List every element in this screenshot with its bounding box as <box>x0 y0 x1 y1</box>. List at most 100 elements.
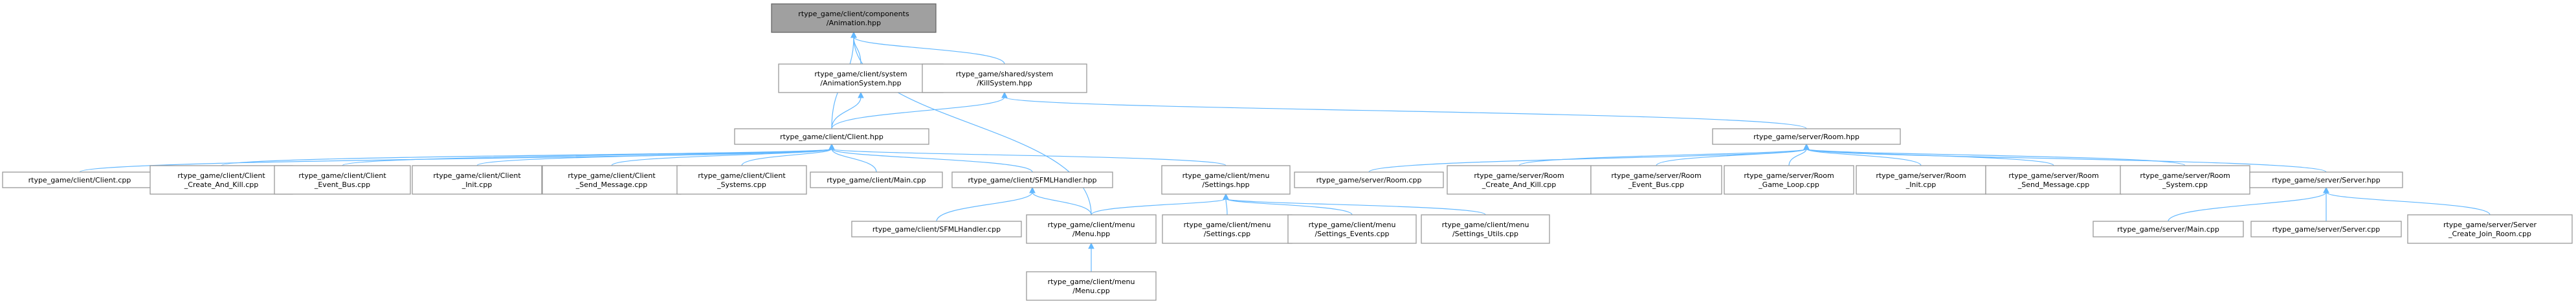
node-room_cak[interactable]: rtype_game/server/Room_Create_And_Kill.c… <box>1447 165 1592 195</box>
node-label-kill_sys-0: rtype_game/shared/system <box>956 70 1053 78</box>
node-room_init[interactable]: rtype_game/server/Room_Init.cpp <box>1856 165 1986 195</box>
node-label-server_cjr-0: rtype_game/server/Server <box>2443 221 2537 229</box>
node-label-client_cak-1: _Create_And_Kill.cpp <box>184 181 258 189</box>
node-sfml_cpp[interactable]: rtype_game/client/SFMLHandler.cpp <box>851 221 1022 237</box>
node-box-server_cjr[interactable] <box>2407 214 2573 244</box>
node-box-client_cpp[interactable] <box>2 171 157 188</box>
node-client_main[interactable]: rtype_game/client/Main.cpp <box>810 171 943 188</box>
edge-animation-to-kill_sys <box>853 36 1005 65</box>
node-sfml_hpp[interactable]: rtype_game/client/SFMLHandler.hpp <box>951 171 1113 188</box>
node-box-room_sys[interactable] <box>2120 165 2250 195</box>
node-menu_cpp[interactable]: rtype_game/client/menu/Menu.cpp <box>1026 271 1157 301</box>
node-client_sys[interactable]: rtype_game/client/Client_Systems.cpp <box>676 165 807 195</box>
node-server_cpp[interactable]: rtype_game/server/Server.cpp <box>2250 221 2402 237</box>
node-client_eb[interactable]: rtype_game/client/Client_Event_Bus.cpp <box>274 165 411 195</box>
node-label-room_cak-0: rtype_game/server/Room <box>1474 171 1564 180</box>
node-room_cpp[interactable]: rtype_game/server/Room.cpp <box>1294 171 1444 188</box>
node-box-settings_hpp[interactable] <box>1161 165 1291 195</box>
node-server_cjr[interactable]: rtype_game/server/Server_Create_Join_Roo… <box>2407 214 2573 244</box>
node-label-room_sys-1: _System.cpp <box>2162 181 2208 189</box>
node-label-room_init-1: _Init.cpp <box>1905 181 1937 189</box>
node-box-client_hpp[interactable] <box>734 128 929 145</box>
edge-room_hpp-to-server_hpp <box>1806 148 2327 173</box>
node-box-server_cpp[interactable] <box>2250 221 2402 237</box>
edge-client_hpp-to-sfml_hpp <box>831 148 1033 173</box>
node-settings_hpp[interactable]: rtype_game/client/menu/Settings.hpp <box>1161 165 1291 195</box>
node-box-room_init[interactable] <box>1856 165 1986 195</box>
node-box-room_eb[interactable] <box>1590 165 1722 195</box>
node-label-settings_ev-1: /Settings_Events.cpp <box>1315 230 1389 238</box>
node-box-anim_sys[interactable] <box>778 63 944 93</box>
node-box-room_cak[interactable] <box>1447 165 1592 195</box>
node-box-client_main[interactable] <box>810 171 943 188</box>
node-client_init[interactable]: rtype_game/client/Client_Init.cpp <box>412 165 542 195</box>
edge-arrow-kill_sys-to-room_hpp <box>1001 91 1008 98</box>
node-label-menu_hpp-0: rtype_game/client/menu <box>1048 221 1135 229</box>
node-box-room_sm[interactable] <box>1985 165 2122 195</box>
node-client_hpp[interactable]: rtype_game/client/Client.hpp <box>734 128 929 145</box>
node-box-room_cpp[interactable] <box>1294 171 1444 188</box>
node-server_main[interactable]: rtype_game/server/Main.cpp <box>2093 221 2244 237</box>
node-box-settings_cpp[interactable] <box>1162 214 1293 244</box>
edge-room_hpp-to-room_eb <box>1656 148 1807 166</box>
node-label-animation-1: /Animation.hpp <box>827 19 881 27</box>
node-label-client_sm-1: _Send_Message.cpp <box>575 181 647 189</box>
node-box-client_cak[interactable] <box>150 165 293 195</box>
node-box-client_sys[interactable] <box>676 165 807 195</box>
node-anim_sys[interactable]: rtype_game/client/system/AnimationSystem… <box>778 63 944 93</box>
edge-animation-to-menu_hpp <box>853 36 1092 215</box>
node-label-anim_sys-0: rtype_game/client/system <box>814 70 907 78</box>
edge-arrow-animation-to-menu_hpp <box>850 31 857 38</box>
node-label-settings_hpp-1: /Settings.hpp <box>1202 181 1249 189</box>
node-box-room_hpp[interactable] <box>1712 128 1901 145</box>
node-box-room_gl[interactable] <box>1724 165 1854 195</box>
node-box-settings_ut[interactable] <box>1421 214 1550 244</box>
node-box-client_init[interactable] <box>412 165 542 195</box>
node-box-menu_cpp[interactable] <box>1026 271 1157 301</box>
node-kill_sys[interactable]: rtype_game/shared/system/KillSystem.hpp <box>922 63 1087 93</box>
node-label-client_hpp-0: rtype_game/client/Client.hpp <box>780 133 883 141</box>
node-client_cak[interactable]: rtype_game/client/Client_Create_And_Kill… <box>150 165 293 195</box>
node-box-client_sm[interactable] <box>542 165 682 195</box>
node-room_eb[interactable]: rtype_game/server/Room_Event_Bus.cpp <box>1590 165 1722 195</box>
edge-client_hpp-to-client_main <box>831 148 877 173</box>
edge-client_hpp-to-client_sm <box>611 148 832 166</box>
node-box-settings_ev[interactable] <box>1287 214 1417 244</box>
edge-room_hpp-to-room_cak <box>1518 148 1807 166</box>
node-settings_cpp[interactable]: rtype_game/client/menu/Settings.cpp <box>1162 214 1293 244</box>
node-box-sfml_cpp[interactable] <box>851 221 1022 237</box>
node-label-room_eb-0: rtype_game/server/Room <box>1611 171 1701 180</box>
node-settings_ut[interactable]: rtype_game/client/menu/Settings_Utils.cp… <box>1421 214 1550 244</box>
node-room_hpp[interactable]: rtype_game/server/Room.hpp <box>1712 128 1901 145</box>
edge-settings_hpp-to-menu_hpp <box>1091 198 1227 215</box>
node-animation[interactable]: rtype_game/client/components/Animation.h… <box>771 3 937 33</box>
node-box-menu_hpp[interactable] <box>1026 214 1157 244</box>
node-box-animation[interactable] <box>771 3 937 33</box>
node-room_sys[interactable]: rtype_game/server/Room_System.cpp <box>2120 165 2250 195</box>
node-box-client_eb[interactable] <box>274 165 411 195</box>
node-server_hpp[interactable]: rtype_game/server/Server.hpp <box>2249 171 2403 188</box>
node-label-settings_hpp-0: rtype_game/client/menu <box>1183 171 1270 180</box>
node-label-client_sys-1: _Systems.cpp <box>716 181 766 189</box>
node-label-anim_sys-1: /AnimationSystem.hpp <box>820 79 901 87</box>
node-client_cpp[interactable]: rtype_game/client/Client.cpp <box>2 171 157 188</box>
node-settings_ev[interactable]: rtype_game/client/menu/Settings_Events.c… <box>1287 214 1417 244</box>
node-label-room_eb-1: _Event_Bus.cpp <box>1628 181 1684 189</box>
node-room_sm[interactable]: rtype_game/server/Room_Send_Message.cpp <box>1985 165 2122 195</box>
node-box-sfml_hpp[interactable] <box>951 171 1113 188</box>
edge-client_hpp-to-client_sys <box>741 148 832 166</box>
node-menu_hpp[interactable]: rtype_game/client/menu/Menu.hpp <box>1026 214 1157 244</box>
node-client_sm[interactable]: rtype_game/client/Client_Send_Message.cp… <box>542 165 682 195</box>
node-label-settings_ut-1: /Settings_Utils.cpp <box>1452 230 1518 238</box>
node-box-server_hpp[interactable] <box>2249 171 2403 188</box>
node-label-client_sys-0: rtype_game/client/Client <box>698 171 786 180</box>
node-label-server_cpp-0: rtype_game/server/Server.cpp <box>2272 225 2381 234</box>
node-box-server_main[interactable] <box>2093 221 2244 237</box>
node-label-menu_cpp-0: rtype_game/client/menu <box>1048 278 1135 286</box>
node-room_gl[interactable]: rtype_game/server/Room_Game_Loop.cpp <box>1724 165 1854 195</box>
node-label-client_sm-0: rtype_game/client/Client <box>568 171 656 180</box>
edge-arrow-menu_hpp-to-menu_cpp <box>1088 242 1094 249</box>
edge-client_hpp-to-client_cak <box>221 148 832 166</box>
node-box-kill_sys[interactable] <box>922 63 1087 93</box>
